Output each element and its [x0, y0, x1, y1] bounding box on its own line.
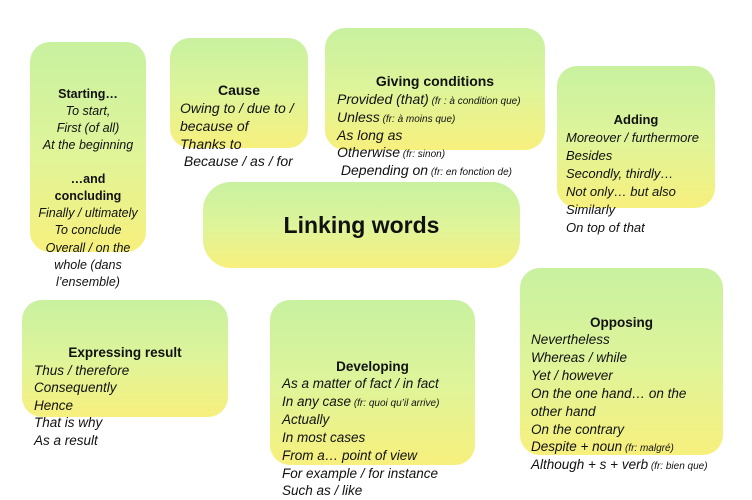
- linking-word-item: Nevertheless: [531, 332, 610, 348]
- linking-word-item: From a… point of view: [282, 447, 418, 463]
- french-translation: (fr: quoi qu’il arrive): [351, 398, 440, 410]
- linking-word-item: Owing to / due to / because of: [180, 99, 298, 134]
- linking-word-item: First (of all): [56, 121, 120, 135]
- french-translation: (fr: sinon): [400, 149, 446, 161]
- adding-title: Adding: [613, 111, 659, 127]
- linking-word-item: Whereas / while: [531, 350, 628, 366]
- linking-word-item: On top of that: [566, 219, 645, 235]
- linking-word-item: Thanks to: [180, 135, 242, 152]
- linking-word-item: Consequently: [34, 380, 117, 396]
- linking-word-item: Besides: [566, 147, 613, 163]
- linking-word-item: Provided (that) (fr : à condition que): [337, 91, 533, 109]
- starting-concluding-title: Starting…: [58, 86, 118, 101]
- linking-word-item: Yet / however: [531, 368, 613, 384]
- linking-word-item: To start,: [65, 103, 111, 118]
- linking-word-item: At the beginning: [42, 138, 134, 153]
- linking-word-text: Depending on: [337, 162, 429, 179]
- page-title: Linking words: [283, 211, 440, 238]
- linking-word-item: Similarly: [566, 201, 616, 217]
- french-translation: (fr : à condition que): [428, 95, 521, 107]
- linking-word-text: Unless: [337, 108, 380, 125]
- linking-word-text: Provided (that): [337, 90, 429, 107]
- developing-title: Developing: [336, 358, 409, 374]
- opposing-title: Opposing: [590, 314, 653, 330]
- linking-word-item: On the contrary: [531, 421, 625, 437]
- linking-word-item: Hence: [34, 397, 74, 413]
- linking-word-text: Despite + noun: [531, 439, 623, 455]
- linking-word-item: Despite + noun (fr: malgré): [531, 438, 712, 456]
- linking-word-item: Such as / like: [282, 483, 363, 499]
- linking-word-item: As a matter of fact / in fact: [282, 376, 439, 392]
- linking-word-item: In any case (fr: quoi qu’il arrive): [282, 393, 463, 411]
- cause-title: Cause: [217, 81, 261, 98]
- linking-word-item: Finally / ultimately: [38, 206, 138, 220]
- linking-word-item: That is why: [34, 415, 103, 431]
- expressing-result-title: Expressing result: [68, 345, 182, 361]
- linking-word-text: In any case: [282, 394, 352, 410]
- french-translation: (fr: malgré): [622, 443, 674, 455]
- linking-word-item: Depending on (fr: en fonction de): [337, 162, 533, 180]
- linking-word-item: In most cases: [282, 429, 366, 445]
- french-translation: (fr: en fonction de): [428, 167, 513, 179]
- linking-word-item: Not only… but also: [566, 183, 676, 199]
- linking-word-item: Actually: [282, 412, 330, 428]
- linking-word-item: Although + s + verb (fr: bien que): [531, 456, 712, 474]
- linking-word-item: As a result: [34, 432, 98, 448]
- linking-word-text: Otherwise: [337, 144, 401, 161]
- starting-and-concluding-box: Starting… To start, First (of all) At the b…: [30, 42, 146, 289]
- linking-word-item: On the one hand… on the other hand: [531, 385, 691, 419]
- linking-word-item: Otherwise (fr: sinon): [337, 144, 533, 162]
- giving-conditions-title: Giving conditions: [375, 72, 495, 89]
- linking-word-item: Moreover / furthermore: [566, 129, 699, 145]
- linking-word-item: As long as: [337, 126, 403, 143]
- linking-word-item: Because / as / for: [180, 153, 293, 170]
- linking-word-item: Unless (fr: à moins que): [337, 109, 533, 127]
- linking-word-item: For example / for instance: [282, 465, 439, 481]
- linking-word-text: Although + s + verb: [531, 457, 649, 473]
- french-translation: (fr: bien que): [648, 461, 708, 473]
- linking-words-title-box: Linking words: [203, 182, 520, 268]
- linking-word-item: Thus / therefore: [34, 362, 130, 378]
- linking-word-item: To conclude: [54, 223, 122, 238]
- linking-word-item: Secondly, thirdly…: [566, 165, 674, 181]
- starting-concluding-title: …and concluding: [54, 171, 122, 203]
- french-translation: (fr: à moins que): [379, 113, 456, 125]
- linking-word-item: Overall / on the whole (dans l’ensemble): [45, 240, 134, 290]
